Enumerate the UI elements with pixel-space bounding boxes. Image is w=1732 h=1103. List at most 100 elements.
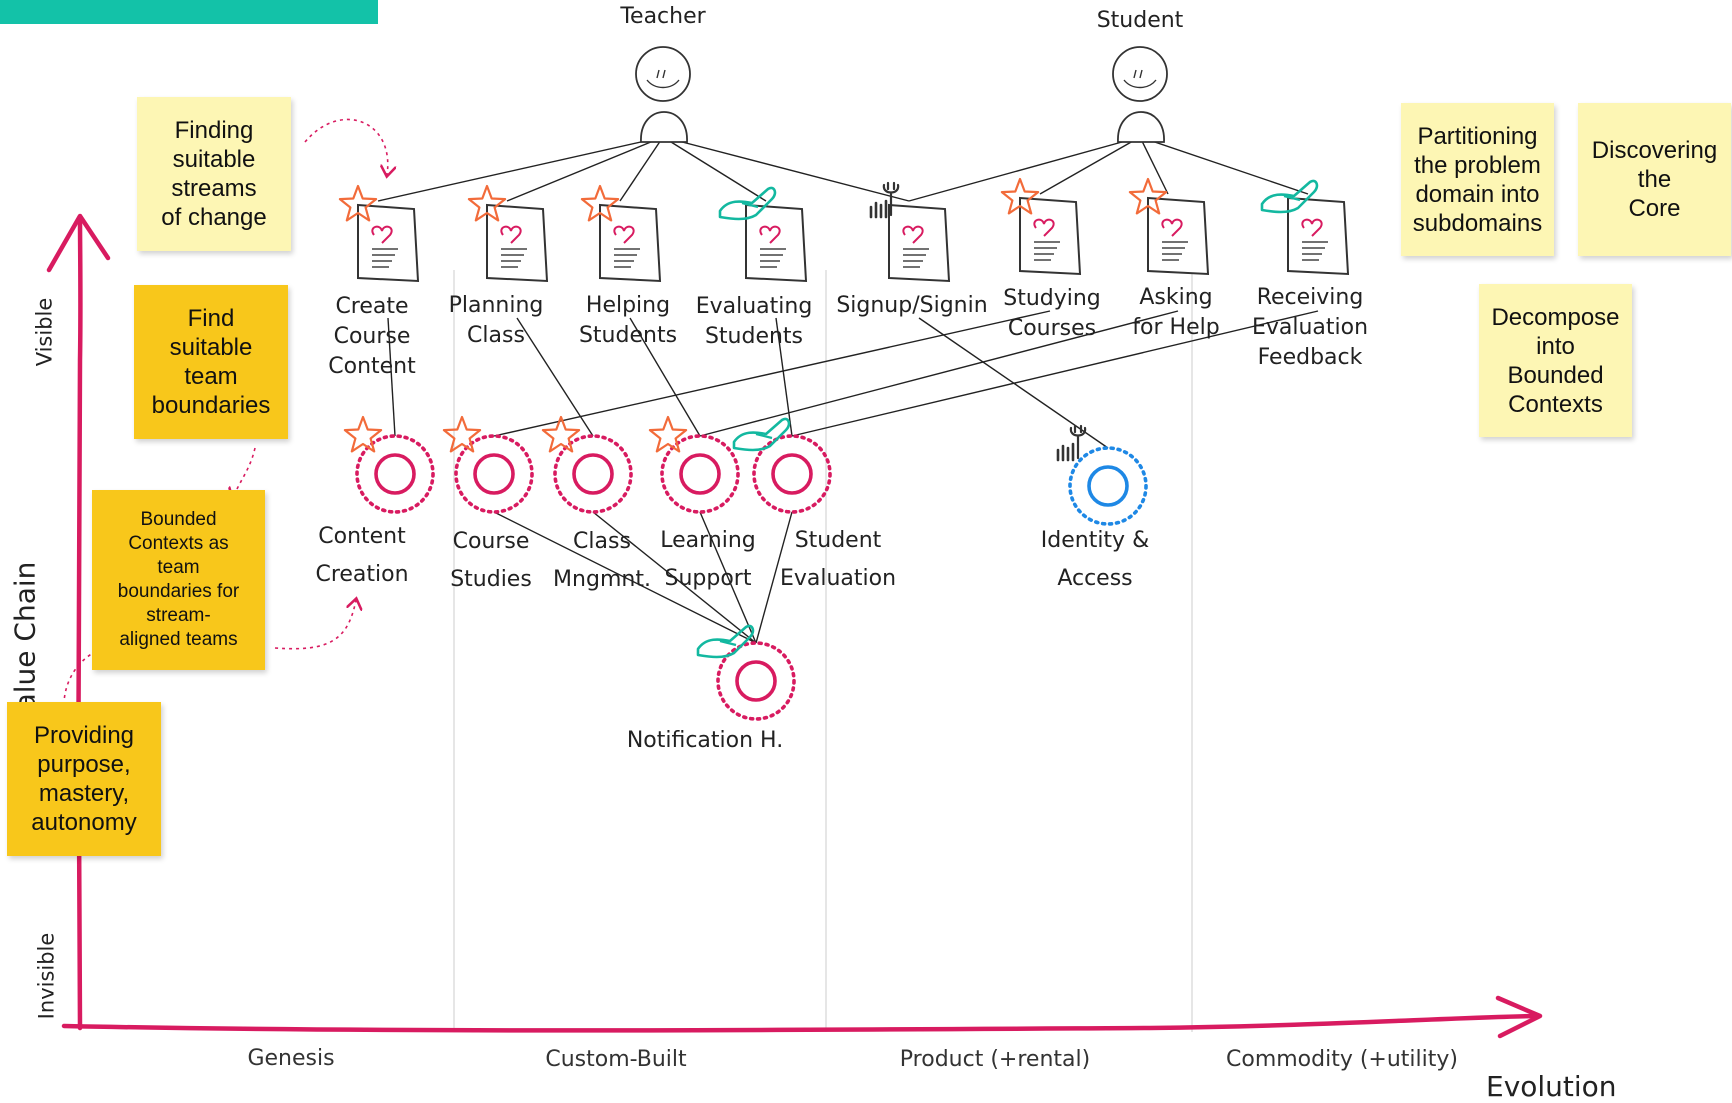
need-n1 [338, 184, 420, 283]
need-label-n1: Create Course Content [328, 294, 416, 379]
context-outer-ring [716, 641, 796, 721]
context-c4 [648, 415, 740, 514]
link-n3-c4 [629, 317, 701, 437]
actor-chin [646, 79, 680, 89]
link-student-n7 [1139, 136, 1169, 195]
heart-icon [1161, 218, 1183, 237]
x-axis-title: Evolution [1486, 1070, 1617, 1103]
link-teacher-n3 [619, 136, 664, 202]
context-inner-ring [572, 453, 614, 495]
need-n2 [467, 184, 549, 283]
context-label-c6: Identity & Access [1040, 528, 1150, 591]
context-star-icon [648, 415, 688, 453]
note-providing-purpose: Providing purpose, mastery, autonomy [7, 702, 161, 856]
link-c4-c7 [699, 511, 757, 644]
link-c3-c7 [592, 511, 757, 644]
note-partitioning: Partitioning the problem domain into sub… [1401, 103, 1554, 256]
link-n8-c5 [791, 310, 1319, 437]
document-icon [1287, 196, 1350, 276]
context-label-c5: Student Evaluation [779, 528, 897, 591]
document-icon [599, 203, 662, 283]
context-star-icon [343, 415, 383, 453]
need-label-n7: Asking for Help [1132, 285, 1220, 340]
actor-student [1112, 46, 1168, 143]
actor-teacher [635, 46, 691, 143]
actor-marks [1133, 69, 1143, 79]
context-inner-ring [735, 660, 777, 702]
context-c1 [343, 415, 435, 514]
annotation-arrow-3 [63, 648, 105, 706]
context-outer-ring [660, 434, 740, 514]
document-icon [1147, 196, 1210, 276]
context-inner-ring [1087, 465, 1129, 507]
need-label-n2: Planning Class [448, 293, 544, 348]
link-n1-c1 [387, 317, 396, 437]
actor-label-student: Student [1096, 8, 1184, 33]
need-star-icon [1128, 177, 1168, 215]
annotation-arrow-2 [274, 600, 356, 650]
actor-marks [656, 69, 666, 79]
actor-body [1117, 111, 1165, 143]
context-hand-icon [696, 624, 755, 659]
need-hand-icon [718, 186, 777, 221]
need-n3 [580, 184, 662, 283]
heart-icon [759, 225, 781, 244]
context-outer-ring [1068, 446, 1148, 526]
context-c3 [541, 415, 633, 514]
stage-genesis: Genesis [247, 1046, 335, 1071]
y-axis-arrowhead [46, 213, 111, 273]
note-decompose: Decompose into Bounded Contexts [1479, 284, 1632, 437]
x-axis-arrowhead [1495, 995, 1543, 1039]
link-n6-c2 [493, 310, 1051, 437]
stage-product: Product (+rental) [899, 1047, 1091, 1072]
actor-label-teacher: Teacher [620, 4, 706, 29]
y-axis-visible-label: Visible [32, 297, 57, 367]
need-star-icon [580, 184, 620, 222]
context-label-c3: Class Mngmnt. [553, 529, 651, 592]
context-c5 [732, 417, 832, 514]
context-label-c4: Learning Support [660, 528, 756, 591]
context-label-c7: Notification H. [626, 728, 784, 753]
context-c6 [1056, 424, 1148, 526]
link-c5-c7 [755, 511, 793, 644]
actor-head [635, 46, 691, 102]
header-tab [0, 0, 378, 24]
link-student-n5 [908, 136, 1141, 202]
need-label-n6: Studying Courses [1003, 286, 1101, 341]
need-star-icon [467, 184, 507, 222]
annotation-arrow-0 [304, 118, 388, 175]
need-n6 [1000, 177, 1082, 276]
heart-icon [371, 225, 393, 244]
need-n5 [869, 181, 951, 283]
link-c2-c7 [493, 511, 757, 644]
document-icon [1019, 196, 1082, 276]
heart-icon [613, 225, 635, 244]
stage-custom-built: Custom-Built [545, 1047, 687, 1072]
context-inner-ring [374, 453, 416, 495]
note-bounded-contexts: Bounded Contexts as team boundaries for … [92, 490, 265, 670]
context-outer-ring [553, 434, 633, 514]
need-n8 [1260, 179, 1350, 276]
context-c2 [442, 415, 534, 514]
link-student-n8 [1139, 136, 1309, 195]
need-n4 [718, 186, 808, 283]
y-axis-invisible-label: Invisible [34, 932, 59, 1020]
context-label-c1: Content Creation [315, 524, 409, 587]
heart-icon [902, 225, 924, 244]
need-star-icon [1000, 177, 1040, 215]
need-n7 [1128, 177, 1210, 276]
context-outer-ring [355, 434, 435, 514]
note-finding-streams: Finding suitable streams of change [137, 97, 291, 251]
link-teacher-n5 [662, 136, 910, 202]
actor-chin [1123, 79, 1157, 89]
context-inner-ring [771, 453, 813, 495]
context-star-icon [442, 415, 482, 453]
document-icon [357, 203, 420, 283]
y-axis-line [76, 215, 83, 1031]
context-hand-icon [732, 417, 791, 452]
link-teacher-n1 [377, 136, 664, 202]
link-teacher-n4 [662, 136, 767, 202]
link-student-n6 [1039, 136, 1141, 195]
need-label-n4: Evaluating Students [695, 294, 813, 349]
